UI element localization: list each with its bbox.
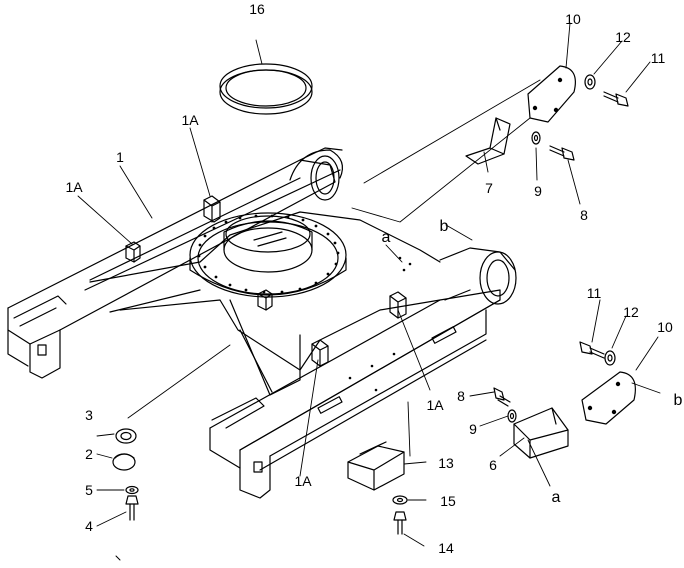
label-10-top: 10 — [565, 11, 581, 27]
washer-9-bottom — [507, 409, 517, 423]
bracket-7 — [465, 117, 511, 165]
label-3: 3 — [85, 407, 93, 423]
label-b-top: b — [440, 218, 449, 235]
bracket-1a-bottom — [311, 339, 329, 367]
o-ring-16 — [219, 63, 313, 115]
bolt-4 — [125, 495, 139, 521]
cover-plate-10-bottom — [581, 371, 636, 425]
label-15: 15 — [440, 493, 456, 509]
plug-2 — [112, 453, 136, 471]
label-1a-right: 1A — [426, 397, 444, 413]
washer-9-top — [531, 131, 541, 145]
label-12-top: 12 — [615, 29, 631, 45]
label-2: 2 — [85, 446, 93, 462]
label-8-top: 8 — [580, 207, 588, 223]
label-10-bottom: 10 — [657, 319, 673, 335]
seal-3 — [115, 428, 137, 444]
label-1a-left: 1A — [65, 179, 83, 195]
bracket-1a-top — [203, 195, 221, 223]
bracket-13 — [347, 441, 405, 491]
track-frame-1 — [7, 147, 517, 499]
label-9-bottom: 9 — [469, 421, 477, 437]
bracket-1a-left — [125, 241, 141, 263]
label-a-bottom: a — [552, 489, 561, 506]
label-16: 16 — [249, 1, 265, 17]
bracket-1a-right — [389, 291, 407, 319]
bolt-11-top — [603, 91, 629, 107]
label-9-top: 9 — [534, 183, 542, 199]
label-11-bottom: 11 — [587, 285, 602, 301]
bolt-8-bottom — [493, 387, 511, 407]
label-b-bottom: b — [674, 392, 683, 409]
label-14: 14 — [438, 540, 454, 556]
bracket-6 — [513, 407, 569, 459]
bolt-11-bottom — [579, 341, 605, 359]
washer-12-bottom — [604, 350, 616, 366]
washer-5 — [125, 485, 139, 495]
label-6: 6 — [489, 457, 497, 473]
bolt-14 — [393, 511, 407, 535]
leader-lines — [77, 22, 661, 547]
washer-12-top — [584, 74, 596, 90]
label-13: 13 — [438, 455, 454, 471]
label-4: 4 — [85, 518, 93, 534]
label-1a-bottom: 1A — [294, 473, 312, 489]
label-11-top: 11 — [651, 50, 666, 66]
callout-labels: 16 1 1A 1A 1A 1A 10 12 11 7 9 8 a b 11 1… — [65, 1, 682, 556]
label-a-top: a — [382, 229, 391, 246]
label-1: 1 — [116, 149, 124, 165]
label-12-bottom: 12 — [623, 304, 639, 320]
label-7: 7 — [485, 180, 493, 196]
label-8-bottom: 8 — [457, 388, 465, 404]
corner-mark — [115, 555, 121, 561]
cover-plate-10-top — [527, 65, 576, 123]
label-5: 5 — [85, 482, 93, 498]
bolt-8-top — [549, 145, 575, 161]
label-1a-top: 1A — [181, 112, 199, 128]
turntable-bolt-holes — [197, 214, 412, 392]
washer-15 — [392, 495, 408, 505]
bracket-1a-center — [257, 289, 273, 311]
